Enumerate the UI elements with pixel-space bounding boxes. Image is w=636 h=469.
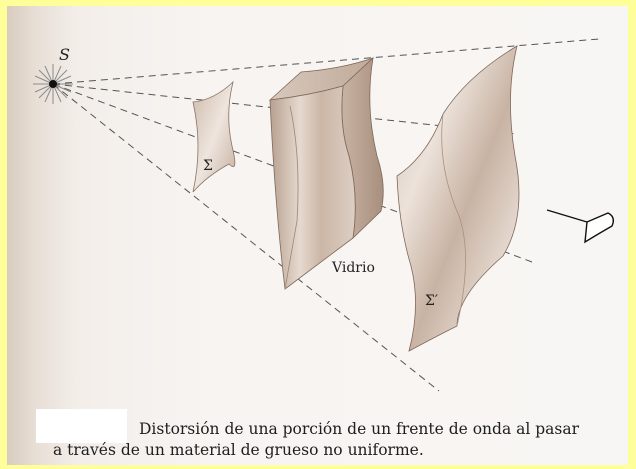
caption-line-1: Distorsión de una porción de un frente d… <box>139 420 580 438</box>
sigma-prime-label: Σ′ <box>425 293 438 309</box>
figure-panel: S Σ Vidrio Σ′ Distorsión de una porción … <box>7 6 628 465</box>
figure-caption: Distorsión de una porción de un frente d… <box>53 419 628 461</box>
eye-icon <box>546 209 615 244</box>
point-source-dot <box>49 80 57 88</box>
glass-inner-edge <box>284 105 299 290</box>
ray-1 <box>52 38 600 85</box>
wavefront-sigma <box>192 80 236 193</box>
glass-label: Vidrio <box>331 260 375 276</box>
source-label: S <box>59 45 70 64</box>
wavefront-sigma-prime <box>396 45 520 352</box>
caption-mask <box>36 409 127 443</box>
ray-4 <box>52 83 440 392</box>
glass-front-face <box>269 85 356 290</box>
wavefront-sigma-prime-fold <box>441 113 466 327</box>
caption-line-2: a través de un material de grueso no uni… <box>53 441 424 459</box>
wavefront-diagram: S Σ Vidrio Σ′ <box>33 38 615 392</box>
sigma-label: Σ <box>203 158 213 174</box>
